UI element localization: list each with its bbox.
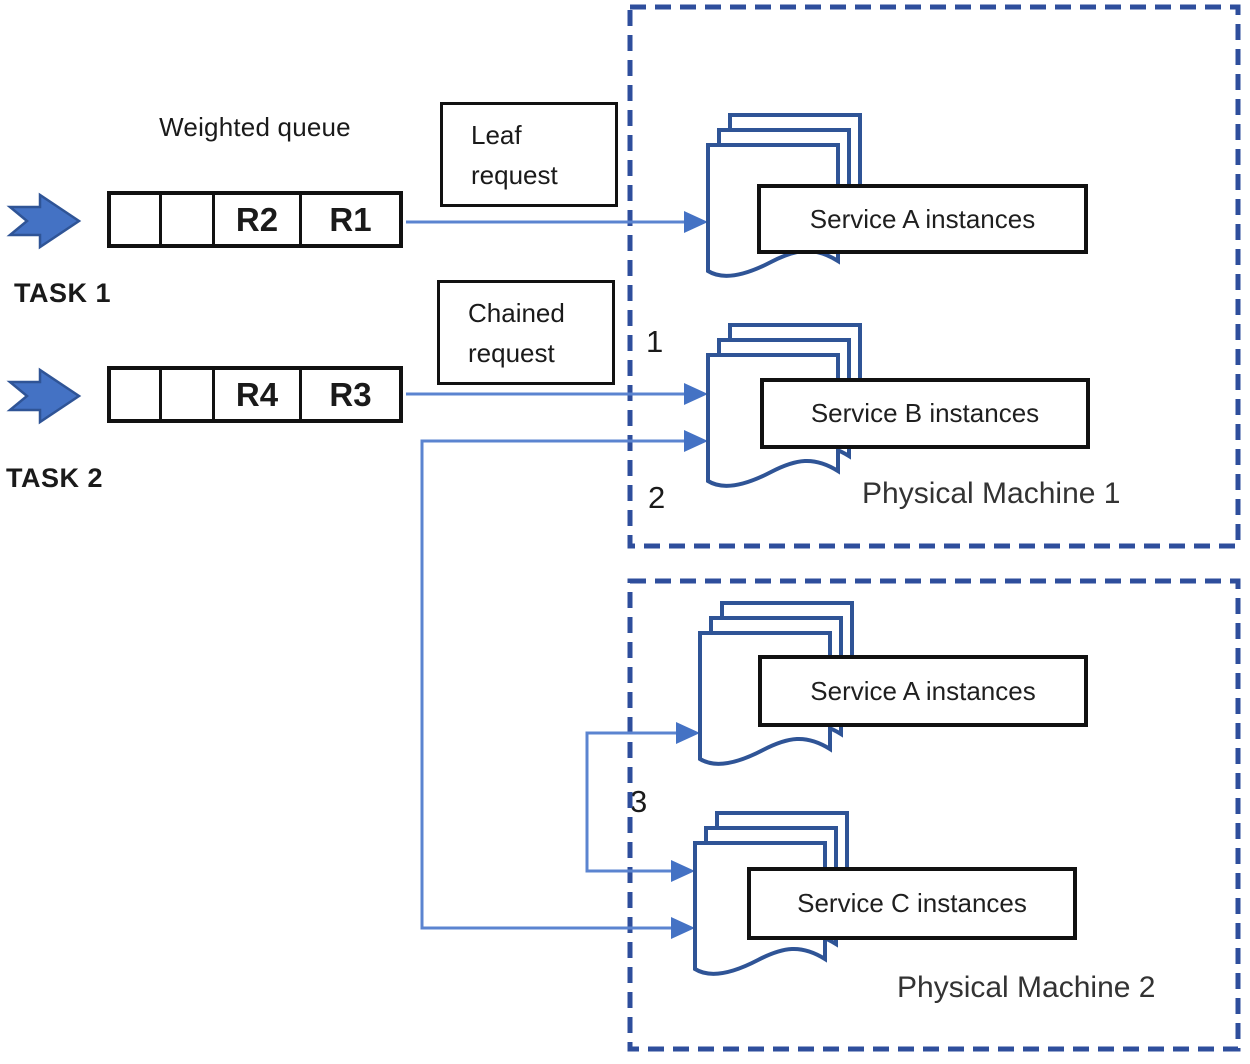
task2-queue: R4 R3	[107, 366, 403, 423]
service-b-instances-pm1-label: Service B instances	[760, 378, 1090, 449]
queue-cell	[111, 370, 162, 419]
leaf-request-box: Leaf request	[440, 102, 618, 207]
task1-arrow-icon	[6, 192, 82, 250]
service-c-instances-pm2-label: Service C instances	[747, 867, 1077, 940]
queue-cell: R2	[215, 195, 302, 244]
queue-cell	[111, 195, 162, 244]
step-number-2: 2	[648, 480, 666, 515]
queue-cell: R4	[215, 370, 302, 419]
queue-cell	[162, 370, 215, 419]
service-a-instances-pm2-label: Service A instances	[758, 655, 1088, 727]
queue-cell	[162, 195, 215, 244]
chained-request-box: Chained request	[437, 280, 615, 385]
task2-arrow-icon	[6, 367, 82, 425]
task2-label: TASK 2	[6, 463, 104, 493]
step-number-3: 3	[630, 784, 648, 819]
service-a-instances-pm1-label: Service A instances	[757, 184, 1088, 254]
physical-machine-1-name: Physical Machine 1	[862, 477, 1121, 510]
queue-cell: R1	[329, 200, 372, 238]
chained-step1-arrow	[406, 383, 708, 405]
weighted-queue-title: Weighted queue	[159, 112, 351, 142]
task1-queue: R2 R1	[107, 191, 403, 248]
leaf-request-arrow	[406, 211, 708, 233]
physical-machine-2-name: Physical Machine 2	[897, 971, 1156, 1004]
task1-label: TASK 1	[14, 278, 112, 308]
step-number-1: 1	[646, 324, 664, 359]
queue-cell: R3	[329, 375, 372, 413]
